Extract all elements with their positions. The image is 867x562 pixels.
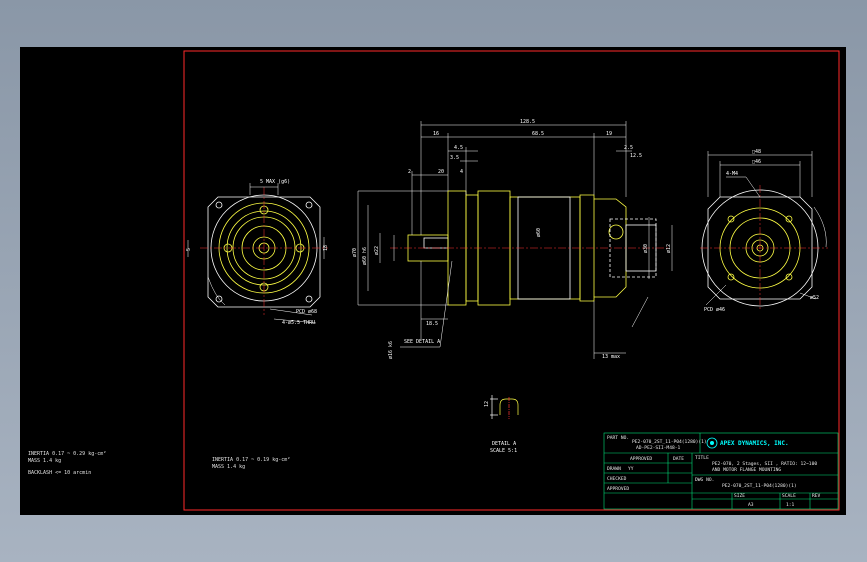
dim-side-d52: ø52 (810, 295, 819, 301)
dim-d22: ø22 (374, 246, 380, 255)
title-line1: PE2-070, 2 Stages, SII , RATIO: 12~100 (712, 461, 817, 467)
side-view-dim-lines (357, 121, 673, 359)
scale-label: SCALE (782, 493, 796, 499)
dim-d70: ø70 (352, 248, 358, 257)
see-detail-a: SEE DETAIL A (404, 339, 440, 345)
approval-label: APPROVED (607, 486, 629, 492)
front-view-dims (187, 183, 325, 324)
title-line2: AND MOTOR FLANGE MOUNTING (712, 467, 781, 473)
cad-drawing: 5 MAX (g6) 5 18 PCD ø68 4-ø5.5 THRU (183, 50, 840, 511)
drawn-by: YY (628, 466, 634, 472)
dim-d12: ø12 (666, 244, 672, 253)
left-mass-note: MASS 1.4 kg (28, 458, 62, 464)
dim-d60h6: ø60 h6 (362, 247, 368, 265)
dim-4-5: 4.5 (454, 145, 463, 151)
detail-label: DETAIL A (492, 441, 516, 447)
part-no-line1: PE2-070_2ST_11-P04(1280)(1) (632, 439, 707, 445)
dim-19: 19 (606, 131, 612, 137)
dim-overall-length: 128.5 (520, 119, 535, 125)
frame-inertia-note: INERTIA 0.17 ~ 0.19 kg-cm² (212, 457, 291, 463)
left-inertia-note: INERTIA 0.17 ~ 0.29 kg-cm² (28, 451, 107, 457)
dim-2-5: 2.5 (624, 145, 633, 151)
dim-d60: ø60 (536, 228, 542, 237)
company-name: APEX DYNAMICS, INC. (720, 440, 789, 447)
dim-keyway18: 18 (323, 245, 329, 251)
dim-68-5: 68.5 (532, 131, 544, 137)
title-block (603, 432, 839, 510)
left-backlash-note: BACKLASH <= 10 arcmin (28, 470, 92, 476)
approved-label: APPROVED (630, 456, 652, 462)
dim-12-5: 12.5 (630, 153, 642, 159)
dim-keyway5: 5 (186, 248, 192, 251)
checked-label: CHECKED (607, 476, 627, 482)
dim-d16k6: ø16 k6 (388, 341, 394, 359)
dwg-label: DWG NO. (695, 477, 714, 483)
dim-20: 20 (438, 169, 444, 175)
scale-value: 1:1 (786, 502, 795, 508)
dim-18-5: 18.5 (426, 321, 438, 327)
date-label: DATE (673, 456, 684, 462)
dim-13-max: 13 max (602, 354, 620, 360)
title-block-text: PART NO. PE2-070_2ST_11-P04(1280)(1) AD-… (607, 435, 821, 508)
detail-dim: 12 (484, 401, 490, 407)
title-label: TITLE (695, 455, 709, 461)
dim-side-pcd: PCD ø46 (704, 307, 725, 313)
dim-side-sq: □48 (752, 149, 761, 155)
dim-2: 2 (408, 169, 411, 175)
front-view-centerlines (200, 187, 328, 315)
frame-mass-note: MASS 1.4 kg (212, 464, 246, 470)
right-view-centerlines (700, 185, 828, 311)
dim-side-m4: 4-M4 (726, 171, 738, 177)
dwg-no: PE2-070_2ST_11-P04(1280)(1) (722, 483, 797, 489)
company-logo (706, 437, 718, 449)
dim-holes: 4-ø5.5 THRU (282, 320, 315, 326)
dim-side-sq2: □46 (752, 159, 761, 165)
detail-scale: SCALE 5:1 (490, 448, 517, 454)
drawn-label: DRAWN (607, 466, 621, 472)
dim-4: 4 (460, 169, 463, 175)
part-no-line2: AD-PE2-SII-M48-1 (636, 445, 680, 451)
dim-m5: 5 MAX (g6) (260, 179, 290, 185)
rev-label: REV (812, 493, 821, 499)
drawing-frame (183, 50, 840, 511)
part-no-label: PART NO. (607, 435, 629, 441)
dim-pcd68: PCD ø68 (296, 309, 317, 315)
dim-d30: ø30 (643, 244, 649, 253)
drawing-canvas[interactable]: INERTIA 0.17 ~ 0.29 kg-cm² MASS 1.4 kg B… (20, 47, 846, 515)
detail-a (490, 395, 519, 419)
side-view-dim-text: 128.5 16 68.5 19 4.5 3.5 2.5 2 20 4 18.5… (352, 119, 672, 360)
dim-3-5: 3.5 (450, 155, 459, 161)
right-view-dims (705, 151, 827, 306)
size-value: A3 (748, 502, 754, 508)
dim-16: 16 (433, 131, 439, 137)
size-label: SIZE (734, 493, 745, 499)
